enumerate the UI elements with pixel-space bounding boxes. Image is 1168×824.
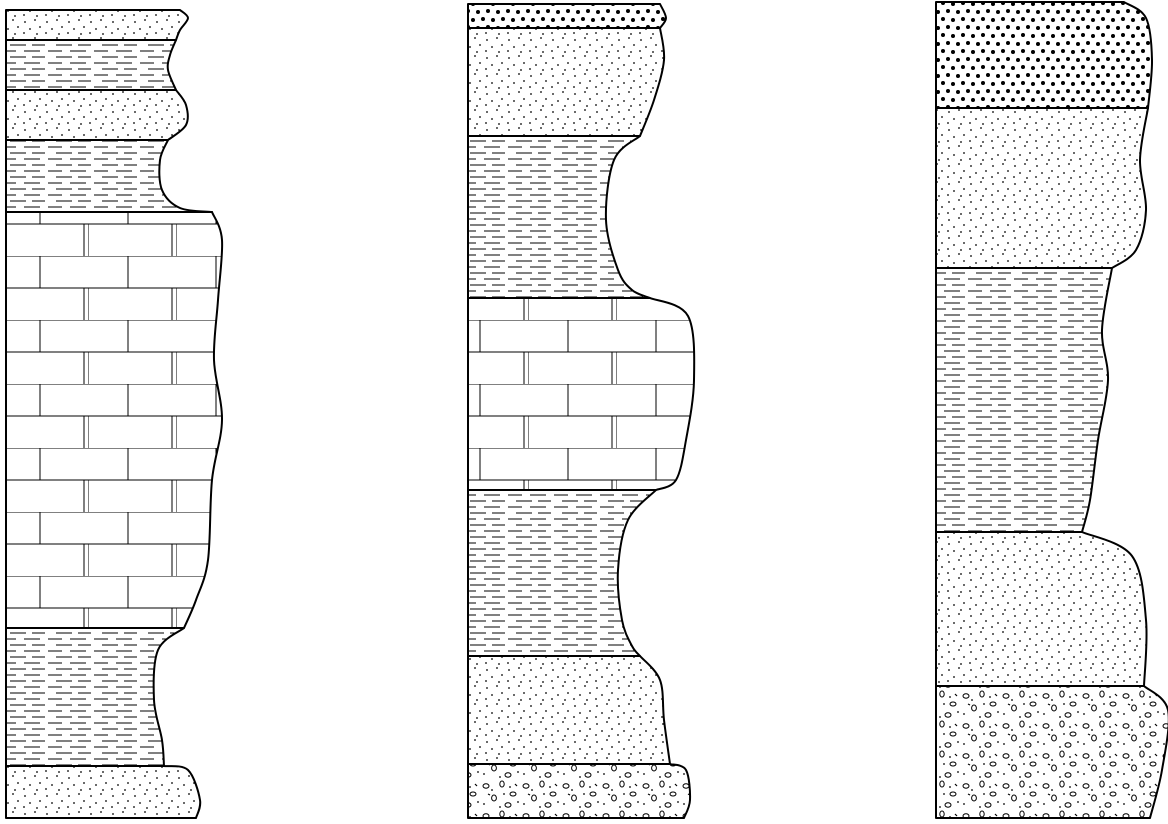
column-2-layer-5-shale xyxy=(468,490,656,656)
column-1-layer-4-shale xyxy=(6,140,212,212)
column-2-layer-7-conglomerate xyxy=(468,764,690,818)
column-3-layer-5-conglomerate xyxy=(936,686,1168,818)
column-2-layer-4-limestone xyxy=(468,298,694,490)
column-3-layer-2-sandstone xyxy=(936,108,1148,268)
column-1-layer-7-sandstone xyxy=(6,766,200,818)
column-1-layer-5-limestone xyxy=(6,212,222,628)
column-2-layer-2-sandstone xyxy=(468,28,664,136)
column-1 xyxy=(6,10,222,818)
column-1-layer-1-sandstone xyxy=(6,10,188,40)
column-2-layer-6-sandstone xyxy=(468,656,670,764)
column-3-layer-1-coarse-sandstone xyxy=(936,2,1152,108)
column-2-layer-3-shale xyxy=(468,136,650,298)
column-3-layer-4-sandstone xyxy=(936,532,1147,686)
column-3 xyxy=(936,2,1168,818)
column-1-layer-2-shale xyxy=(6,40,176,90)
column-1-layer-3-sandstone xyxy=(6,90,188,140)
column-2 xyxy=(468,4,694,818)
column-1-layer-6-shale xyxy=(6,628,184,766)
column-3-layer-3-shale xyxy=(936,268,1112,532)
column-2-layer-1-coarse-sandstone xyxy=(468,4,666,28)
